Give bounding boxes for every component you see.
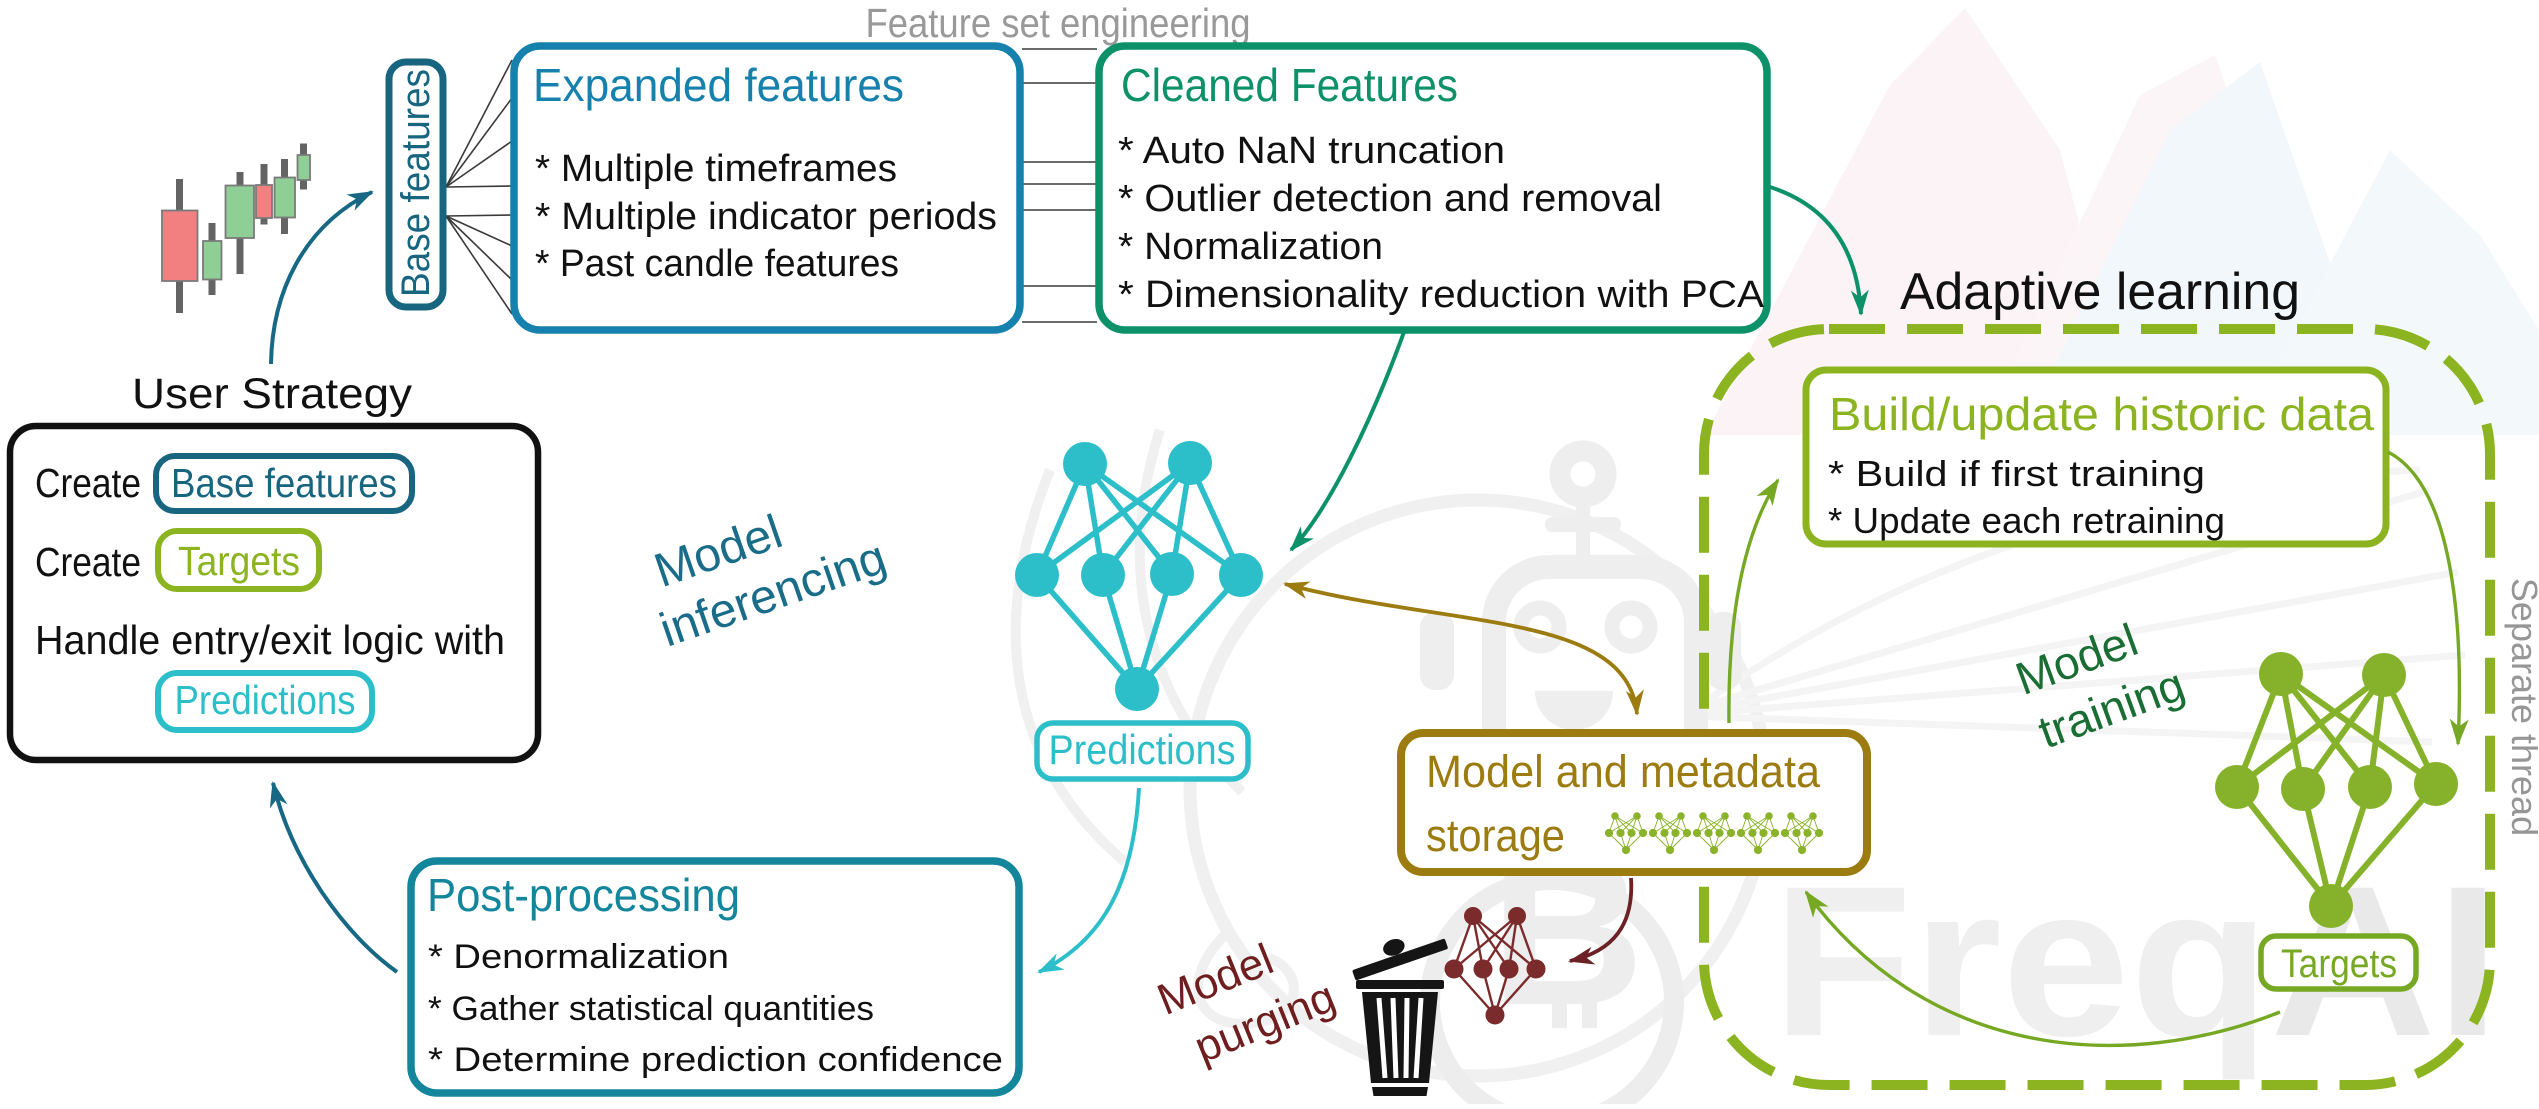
svg-text:* Denormalization: * Denormalization: [428, 938, 729, 976]
svg-text:Build/update historic data: Build/update historic data: [1829, 388, 2374, 440]
svg-text:Cleaned Features: Cleaned Features: [1121, 59, 1458, 111]
svg-text:Post-processing: Post-processing: [427, 869, 740, 921]
svg-text:Separate thread: Separate thread: [2504, 578, 2539, 836]
svg-text:Base features: Base features: [171, 460, 397, 506]
svg-text:Model and metadata: Model and metadata: [1426, 746, 1821, 797]
svg-text:Adaptive learning: Adaptive learning: [1900, 263, 2300, 321]
svg-text:* Multiple timeframes: * Multiple timeframes: [535, 148, 897, 190]
svg-text:Feature set engineering: Feature set engineering: [866, 0, 1251, 46]
svg-text:Predictions: Predictions: [1049, 726, 1236, 773]
svg-text:* Normalization: * Normalization: [1118, 226, 1383, 268]
svg-text:Expanded features: Expanded features: [533, 59, 904, 111]
svg-text:User Strategy: User Strategy: [132, 370, 413, 418]
svg-text:* Determine prediction confide: * Determine prediction confidence: [428, 1041, 1003, 1079]
svg-text:Predictions: Predictions: [175, 677, 356, 723]
svg-text:* Dimensionality reduction wit: * Dimensionality reduction with PCA: [1118, 274, 1765, 316]
svg-text:Create: Create: [35, 539, 141, 585]
svg-text:Create: Create: [35, 460, 141, 506]
svg-text:* Build if first training: * Build if first training: [1828, 453, 2205, 494]
svg-text:Base features: Base features: [394, 69, 438, 297]
svg-text:* Multiple indicator periods: * Multiple indicator periods: [535, 196, 997, 238]
svg-text:* Outlier detection and remova: * Outlier detection and removal: [1118, 178, 1662, 220]
svg-text:* Past candle features: * Past candle features: [535, 243, 899, 285]
svg-text:* Auto NaN truncation: * Auto NaN truncation: [1118, 130, 1505, 172]
svg-text:Targets: Targets: [178, 538, 300, 584]
svg-text:* Gather statistical quantitie: * Gather statistical quantities: [428, 990, 874, 1028]
svg-text:storage: storage: [1426, 810, 1565, 861]
svg-text:Handle entry/exit logic with: Handle entry/exit logic with: [35, 617, 505, 663]
svg-text:Targets: Targets: [2281, 942, 2397, 986]
svg-text:* Update each retraining: * Update each retraining: [1828, 500, 2225, 541]
